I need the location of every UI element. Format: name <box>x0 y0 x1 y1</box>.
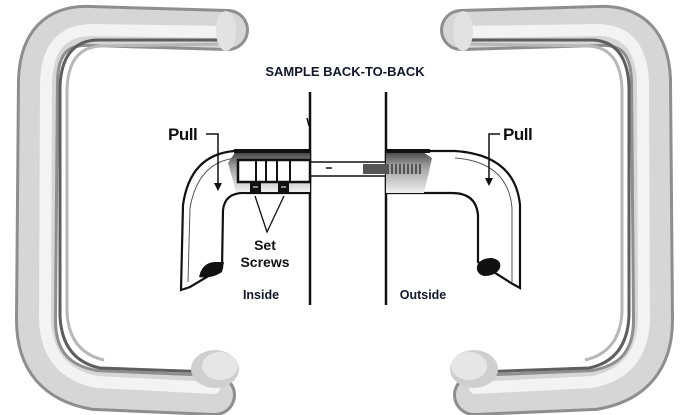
outside-pull-cutaway <box>363 133 522 290</box>
pull-label-left: Pull <box>168 125 197 144</box>
right-door-pull-handle <box>440 5 675 415</box>
set-screws-label-line2: Screws <box>240 254 289 270</box>
inside-tube-end <box>199 262 224 278</box>
inside-pull-cutaway <box>179 133 312 292</box>
diagram-title: SAMPLE BACK-TO-BACK <box>265 64 425 79</box>
left-door-pull-handle <box>14 5 249 415</box>
pull-arrow-right <box>488 133 500 180</box>
inside-label: Inside <box>243 288 279 302</box>
pull-label-right: Pull <box>503 125 532 144</box>
pull-arrow-left <box>206 133 219 185</box>
outside-tube-end <box>476 258 501 276</box>
set-screws-label-line1: Set <box>254 237 276 253</box>
door <box>306 92 388 305</box>
outside-label: Outside <box>400 288 447 302</box>
set-screws-leader <box>254 195 285 234</box>
